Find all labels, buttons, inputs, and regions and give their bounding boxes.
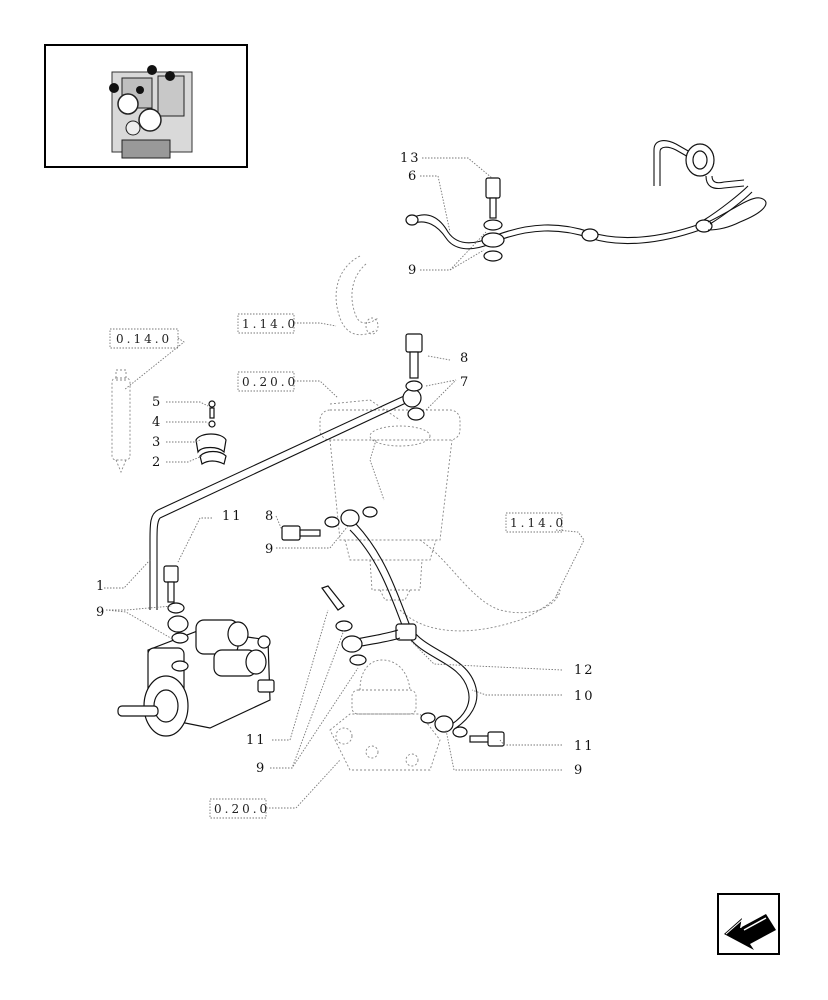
back-button[interactable] xyxy=(717,893,780,955)
callout-9: 9 xyxy=(96,605,106,620)
svg-text:1.14.0: 1.14.0 xyxy=(510,516,566,530)
svg-text:1.14.0: 1.14.0 xyxy=(242,317,298,331)
reference-1-14-0[interactable]: 1.14.0 xyxy=(505,512,566,533)
callout-12: 12 xyxy=(574,663,595,678)
ghost-fuel-filter xyxy=(319,399,561,632)
callout-11: 11 xyxy=(574,739,595,754)
callout-labels: 13 6 9 5 4 3 2 8 7 8 11 9 1 9 12 10 11 9… xyxy=(96,151,595,778)
injection-pump xyxy=(117,565,275,737)
callout-11: 11 xyxy=(246,733,267,748)
return-pipe xyxy=(281,506,505,747)
pipe-clamp xyxy=(195,400,227,465)
callout-4: 4 xyxy=(152,415,162,430)
callout-1: 1 xyxy=(96,579,106,594)
callout-8: 8 xyxy=(460,351,470,366)
svg-text:0.14.0: 0.14.0 xyxy=(116,332,172,346)
callout-11: 11 xyxy=(222,509,243,524)
reference-0-14-0[interactable]: 0.14.0 xyxy=(109,328,179,349)
engine-thumbnail[interactable] xyxy=(44,44,248,168)
fuel-pipe-main xyxy=(149,333,425,610)
reference-1-14-0[interactable]: 1.14.0 xyxy=(237,313,298,334)
callout-9: 9 xyxy=(408,263,418,278)
svg-text:0.20.0: 0.20.0 xyxy=(242,375,298,389)
callout-5: 5 xyxy=(152,395,162,410)
ghost-lift-pump xyxy=(329,659,441,771)
leader-lines xyxy=(104,157,585,809)
callout-9: 9 xyxy=(265,542,275,557)
ghost-injector xyxy=(111,369,131,474)
back-arrow-icon xyxy=(724,914,776,950)
callout-6: 6 xyxy=(408,169,418,184)
callout-10: 10 xyxy=(574,689,595,704)
reference-boxes: 0.14.0 1.14.0 0.20.0 1.14.0 0.20.0 xyxy=(109,313,566,819)
callout-13: 13 xyxy=(400,151,421,166)
callout-8: 8 xyxy=(265,509,275,524)
ghost-hose-upper xyxy=(335,255,379,336)
reference-0-20-0[interactable]: 0.20.0 xyxy=(209,798,270,819)
reference-0-20-0[interactable]: 0.20.0 xyxy=(237,371,298,392)
callout-3: 3 xyxy=(152,435,162,450)
svg-text:0.20.0: 0.20.0 xyxy=(214,802,270,816)
leak-off-pipe-assembly xyxy=(405,140,767,262)
callout-9: 9 xyxy=(256,761,266,776)
callout-9: 9 xyxy=(574,763,584,778)
callout-7: 7 xyxy=(460,375,470,390)
engine-thumbnail-icon xyxy=(109,65,193,159)
callout-2: 2 xyxy=(152,455,162,470)
